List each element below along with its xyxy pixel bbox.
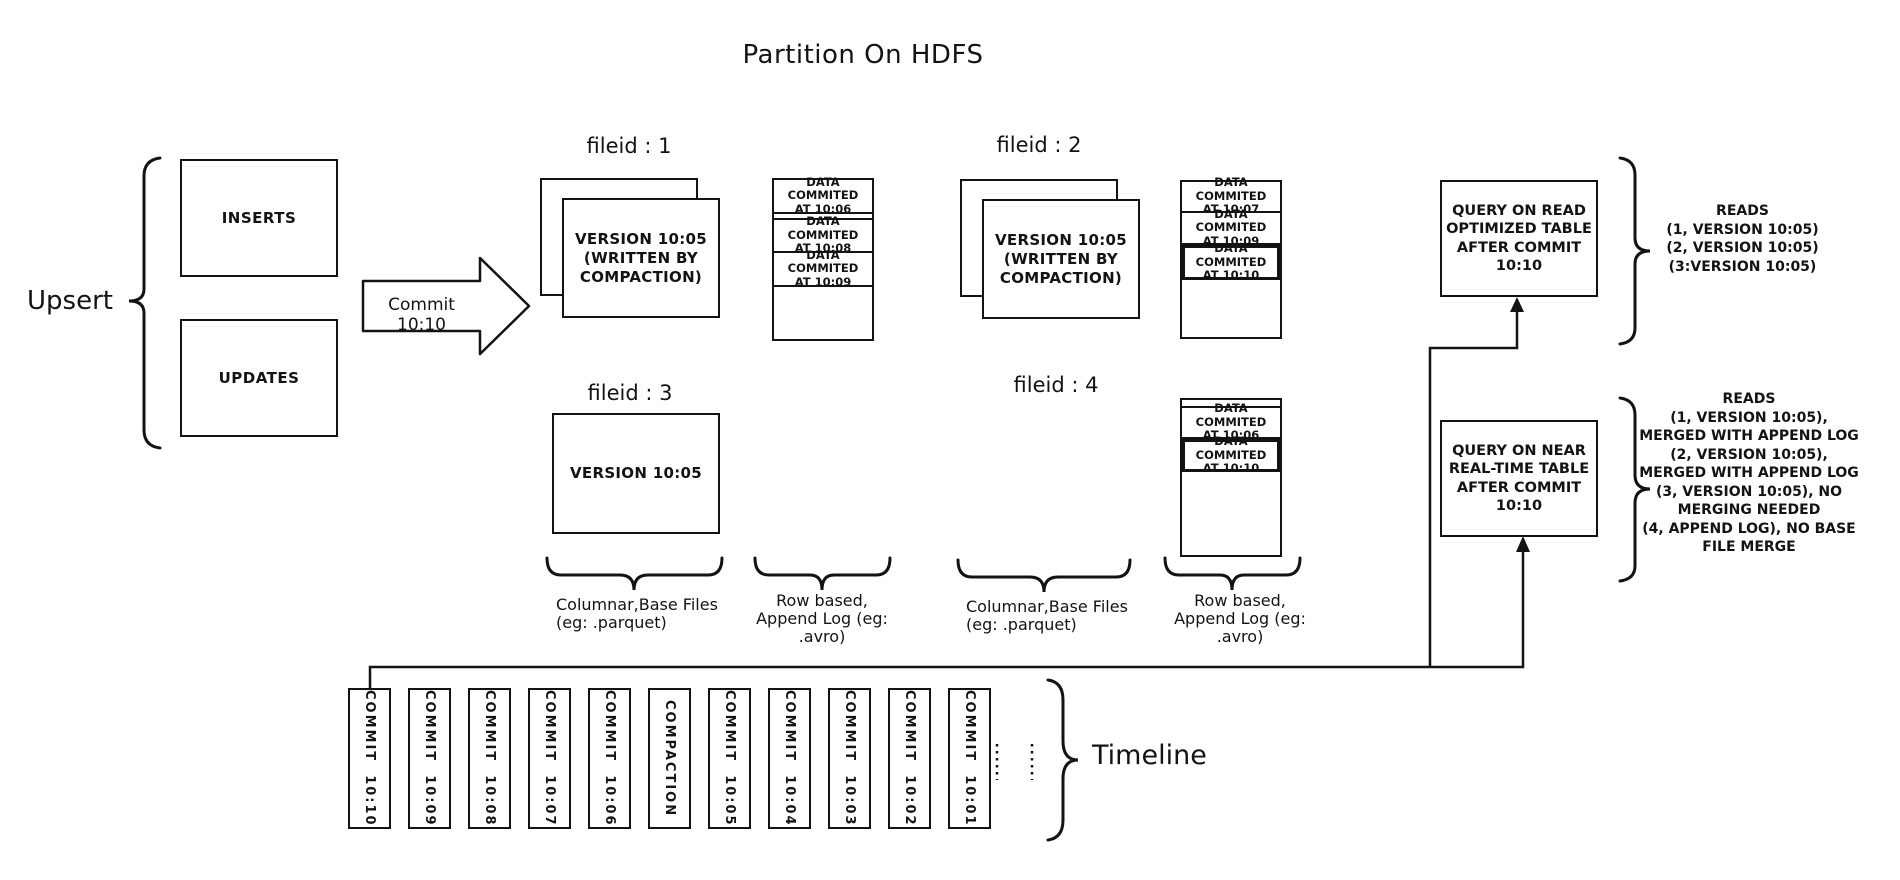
arrowhead-near-real-time	[1516, 536, 1530, 552]
query-read-optimized-box: QUERY ON READ OPTIMIZED TABLE AFTER COMM…	[1440, 180, 1598, 297]
log-segment: DATA COMMITED AT 10:09	[774, 248, 872, 289]
log-segment: DATA COMMITED AT 10:10	[1182, 242, 1280, 282]
commit-block-arrow	[361, 256, 531, 356]
filegroup-1-label: fileid : 1	[586, 134, 672, 158]
log-segment: DATA COMMITED AT 10:09	[1182, 207, 1280, 248]
columnar-base-files-label-1: Columnar,Base Files (eg: .parquet)	[556, 595, 718, 632]
filegroup-2-label: fileid : 2	[996, 133, 1082, 157]
filegroup-3-base-file: VERSION 10:05	[552, 413, 720, 534]
inserts-box: INSERTS	[180, 159, 338, 277]
filegroup-2-append-log: DATA COMMITED AT 10:07 DATA COMMITED AT …	[1180, 176, 1282, 339]
log-segment: DATA COMMITED AT 10:06	[774, 175, 872, 216]
columnar-brace-2	[956, 558, 1132, 593]
log-segment-divider	[1182, 400, 1280, 408]
filegroup-4-label: fileid : 4	[1013, 373, 1099, 397]
filegroup-3-label: fileid : 3	[587, 381, 673, 405]
reads-brace-near-real-time	[1618, 396, 1651, 583]
filegroup-2-base-file: VERSION 10:05 (WRITTEN BY COMPACTION)	[982, 199, 1140, 319]
timeline-commit-box: COMMIT 10:04	[768, 688, 811, 829]
timeline-commit-box: COMMIT 10:03	[828, 688, 871, 829]
filegroup-4-append-log: DATA COMMITED AT 10:06 DATA COMMITED AT …	[1180, 398, 1282, 557]
columnar-base-files-label-2: Columnar,Base Files (eg: .parquet)	[966, 597, 1128, 634]
rowlog-brace-2	[1163, 556, 1302, 591]
timeline-commit-box: COMMIT 10:05	[708, 688, 751, 829]
timeline-commit-box: COMMIT 10:07	[528, 688, 571, 829]
log-segment: DATA COMMITED AT 10:10	[1182, 435, 1280, 475]
log-segment: DATA COMMITED AT 10:07	[1182, 176, 1280, 216]
upsert-brace	[128, 156, 162, 450]
row-append-log-label-2: Row based, Append Log (eg: .avro)	[1174, 591, 1306, 646]
reads-brace-read-optimized	[1618, 156, 1651, 346]
commit-arrow-label: Commit 10:10	[388, 295, 455, 335]
updates-box: UPDATES	[180, 319, 338, 437]
timeline-commit-box: COMMIT 10:10	[348, 688, 391, 829]
timeline-compaction-box: COMPACTION	[648, 688, 691, 829]
arrowhead-read-optimized	[1510, 297, 1524, 312]
reads-near-real-time-text: READS (1, VERSION 10:05), MERGED WITH AP…	[1639, 391, 1859, 555]
timeline-brace	[1046, 678, 1079, 842]
filegroup-1-base-file: VERSION 10:05 (WRITTEN BY COMPACTION)	[562, 198, 720, 318]
timeline-commit-box: COMMIT 10:01	[948, 688, 991, 829]
timeline-commit-box: COMMIT 10:09	[408, 688, 451, 829]
reads-read-optimized-text: READS (1, VERSION 10:05) (2, VERSION 10:…	[1666, 203, 1819, 275]
timeline-commit-box: COMMIT 10:08	[468, 688, 511, 829]
filegroup-1-append-log: DATA COMMITED AT 10:06 DATA COMMITED AT …	[772, 175, 874, 341]
upsert-label: Upsert	[27, 286, 113, 316]
timeline-label: Timeline	[1092, 740, 1207, 771]
log-segment-divider	[774, 214, 872, 220]
connector-timeline-to-read-optimized	[1428, 311, 1519, 667]
rowlog-brace-1	[753, 556, 892, 591]
log-segment: DATA COMMITED AT 10:06	[1182, 402, 1280, 442]
columnar-brace-1	[545, 556, 724, 591]
row-append-log-label-1: Row based, Append Log (eg: .avro)	[756, 591, 888, 646]
connector-timeline-to-near-real-time	[368, 550, 1525, 688]
timeline-commit-box: COMMIT 10:06	[588, 688, 631, 829]
diagram-title: Partition On HDFS	[742, 40, 984, 70]
timeline-commit-box: COMMIT 10:02	[888, 688, 931, 829]
query-near-real-time-box: QUERY ON NEAR REAL-TIME TABLE AFTER COMM…	[1440, 420, 1598, 537]
log-segment: DATA COMMITED AT 10:08	[774, 215, 872, 255]
